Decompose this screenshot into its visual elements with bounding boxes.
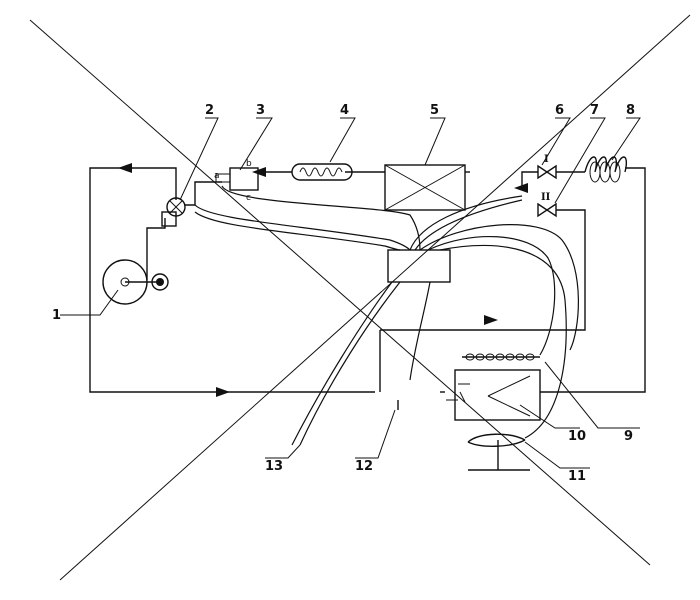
label-2: 2 [205, 103, 214, 118]
switch-box [446, 369, 541, 421]
capillary-tubes [194, 185, 579, 446]
valve-II: II [537, 192, 557, 218]
svg-text:a: a [214, 171, 220, 181]
svg-text:b: b [246, 159, 252, 169]
label-7: 7 [590, 103, 599, 118]
label-1: 1 [52, 308, 61, 323]
four-way-valve [161, 197, 186, 227]
fan [467, 433, 530, 471]
flow-arrows [118, 163, 528, 397]
leader-lines [60, 117, 641, 469]
control-box [387, 249, 451, 283]
compressor [102, 218, 169, 305]
label-8: 8 [626, 103, 635, 118]
label-13: 13 [265, 459, 283, 474]
valve-block: a b c [214, 159, 259, 203]
label-11: 11 [568, 469, 586, 484]
svg-text:I: I [544, 154, 549, 165]
label-4: 4 [340, 103, 349, 118]
label-6: 6 [555, 103, 564, 118]
main-piping-loop [89, 167, 646, 393]
svg-text:II: II [541, 192, 551, 203]
heat-exchanger-box [384, 164, 466, 211]
label-9: 9 [624, 429, 633, 444]
valve-I: I [537, 154, 557, 180]
capillary-coil [584, 156, 627, 183]
label-3: 3 [256, 103, 265, 118]
coil-element [291, 163, 353, 181]
label-12: 12 [355, 459, 373, 474]
svg-text:c: c [246, 193, 251, 203]
part-labels: 1 2 3 4 5 6 7 8 9 10 11 12 13 [52, 103, 635, 484]
watermark-cross [29, 14, 691, 581]
label-10: 10 [568, 429, 586, 444]
bead-string [462, 353, 540, 361]
label-5: 5 [430, 103, 439, 118]
